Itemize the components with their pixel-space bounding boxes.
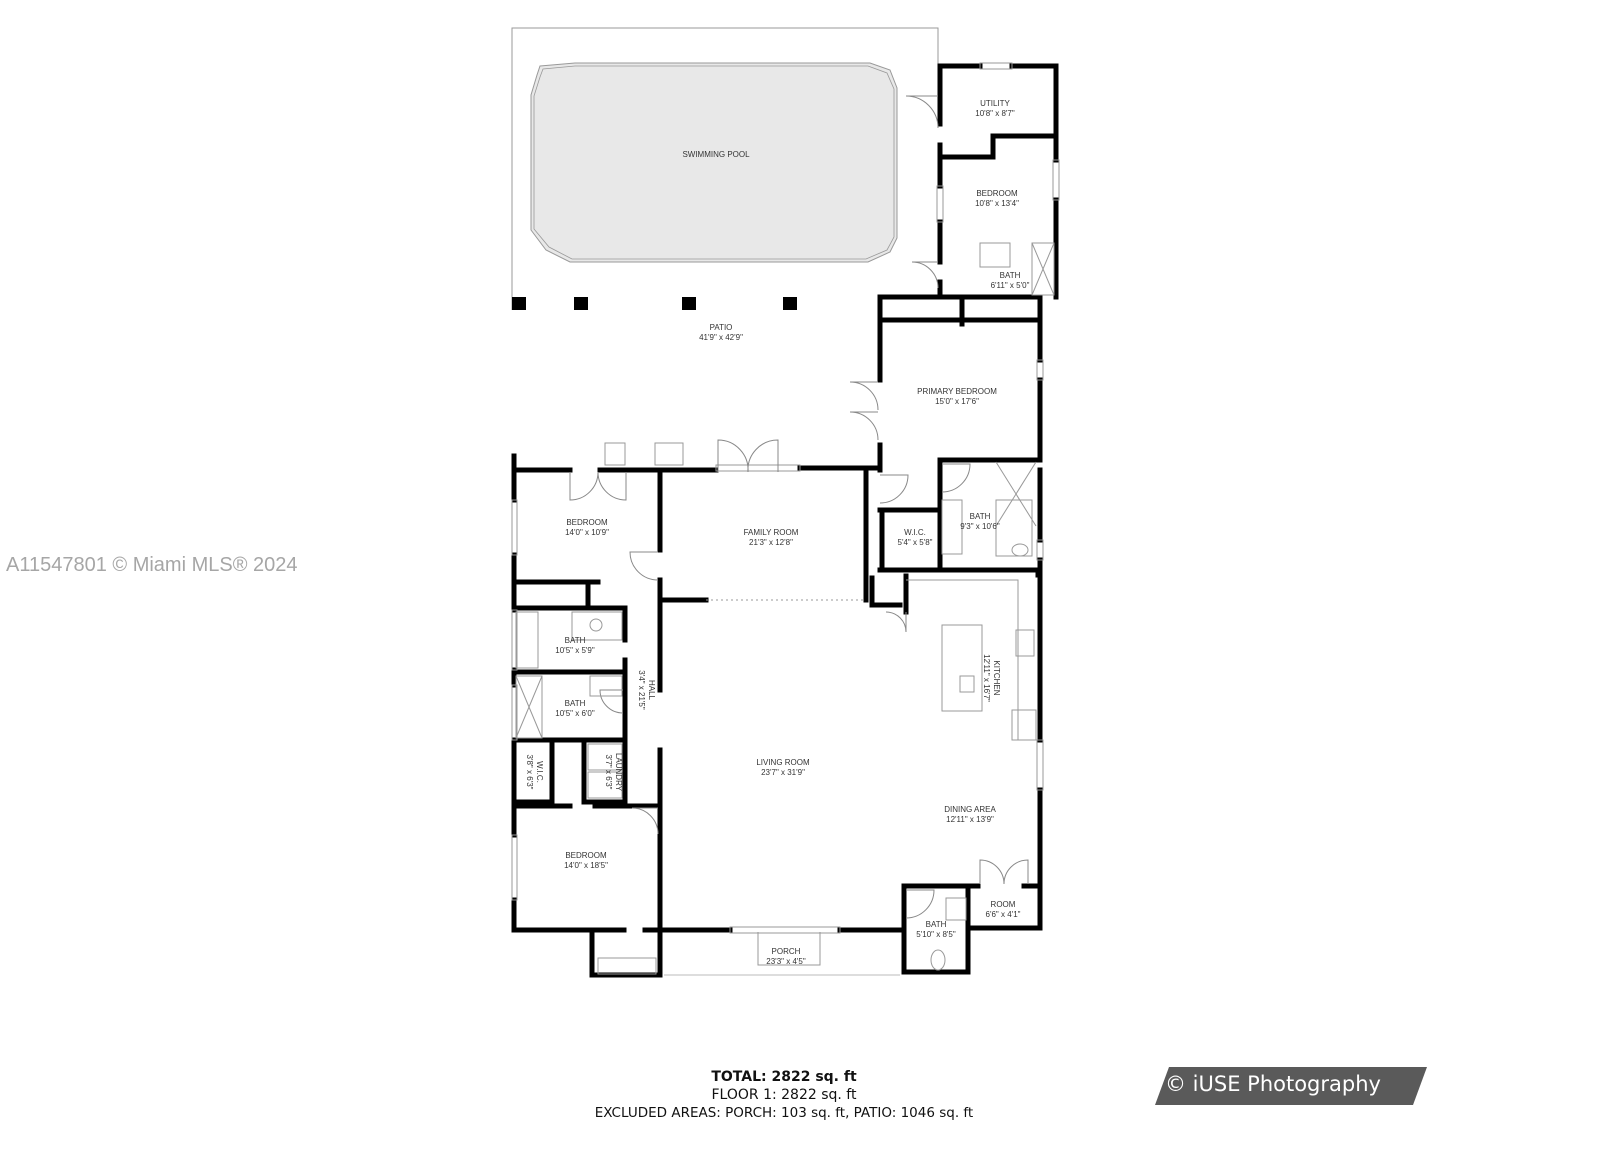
room-name: BEDROOM — [566, 518, 608, 527]
room-label-bath-s: BATH 5'10" x 8'5" — [916, 920, 955, 940]
room-label-patio: PATIO 41'9" x 42'9" — [699, 323, 743, 343]
room-label-utility: UTILITY 10'8" x 8'7" — [975, 99, 1014, 119]
room-dims: 6'6" x 4'1" — [985, 910, 1021, 919]
windows — [511, 62, 1060, 934]
room-label-living-room: LIVING ROOM 23'7" x 31'9" — [756, 758, 809, 778]
room-name: UTILITY — [980, 99, 1010, 108]
total-area: TOTAL: 2822 sq. ft — [711, 1069, 857, 1085]
room-dims: 14'0" x 10'9" — [565, 528, 609, 537]
room-name: PATIO — [709, 323, 733, 332]
room-label-hall: HALL 3'4" x 21'5" — [636, 670, 656, 709]
room-dims: 14'0" x 18'5" — [564, 861, 608, 870]
room-dims: 21'3" x 12'8" — [749, 538, 793, 547]
room-dims: 9'3" x 10'6" — [960, 522, 1000, 531]
room-name: W.I.C. — [904, 528, 926, 537]
room-name: HALL — [647, 679, 656, 700]
room-dims: 5'10" x 8'5" — [916, 930, 956, 939]
room-dims: 12'11" x 13'9" — [946, 815, 994, 824]
room-dims: 5'4" x 5'8" — [897, 538, 933, 547]
patio-columns — [512, 297, 797, 310]
room-label-swimming-pool: SWIMMING POOL — [682, 150, 750, 159]
room-label-kitchen: KITCHEN 12'11" x 16'7" — [981, 654, 1001, 702]
room-name: W.I.C. — [535, 761, 544, 783]
room-dims: 12'11" x 16'7" — [982, 654, 991, 702]
room-dims: 3'8" x 6'3" — [525, 754, 534, 790]
room-name: PRIMARY BEDROOM — [917, 387, 997, 396]
pool-deck-outline — [511, 27, 939, 310]
room-label-bath-ne: BATH 6'11" x 5'0" — [991, 271, 1030, 291]
room-name: BATH — [564, 636, 586, 645]
room-label-primary-bath: BATH 9'3" x 10'6" — [960, 512, 999, 532]
room-name: BATH — [969, 512, 991, 521]
room-dims: 10'8" x 13'4" — [975, 199, 1019, 208]
room-name: BATH — [999, 271, 1021, 280]
room-label-wic-w: W.I.C. 3'8" x 6'3" — [524, 755, 544, 790]
room-dims: 10'8" x 8'7" — [975, 109, 1015, 118]
room-label-primary-bedroom: PRIMARY BEDROOM 15'0" x 17'6" — [917, 387, 997, 407]
room-name: FAMILY ROOM — [743, 528, 799, 537]
room-label-porch: PORCH 23'3" x 4'5" — [766, 947, 805, 967]
floor1-area: FLOOR 1: 2822 sq. ft — [711, 1087, 857, 1103]
room-dims: 3'7" x 6'3" — [604, 754, 613, 790]
room-name: LAUNDRY — [614, 752, 623, 792]
room-dims: 6'11" x 5'0" — [990, 281, 1030, 290]
room-dims: 15'0" x 17'6" — [935, 397, 979, 406]
photographer-badge — [1155, 1067, 1427, 1105]
room-label-room: ROOM 6'6" x 4'1" — [986, 900, 1021, 920]
photographer-credit: © iUSE Photography — [1165, 1072, 1381, 1096]
fixtures — [515, 242, 1055, 976]
doors — [569, 95, 1029, 919]
room-name: LIVING ROOM — [756, 758, 810, 767]
room-dims: 10'5" x 6'0" — [555, 709, 595, 718]
area-summary: TOTAL: 2822 sq. ft FLOOR 1: 2822 sq. ft … — [0, 1068, 1568, 1122]
room-name: DINING AREA — [944, 805, 996, 814]
room-label-bath-w2: BATH 10'5" x 6'0" — [555, 699, 594, 719]
room-label-bedroom-w2: BEDROOM 14'0" x 18'5" — [564, 851, 608, 871]
room-label-bedroom-w1: BEDROOM 14'0" x 10'9" — [565, 518, 609, 538]
room-label-bedroom-ne: BEDROOM 10'8" x 13'4" — [975, 189, 1019, 209]
room-label-dining-area: DINING AREA 12'11" x 13'9" — [944, 805, 996, 825]
room-label-laundry: LAUNDRY 3'7" x 6'3" — [603, 753, 623, 791]
room-name: KITCHEN — [992, 660, 1001, 696]
mls-watermark: A11547801 © Miami MLS® 2024 — [6, 554, 298, 576]
room-dims: 41'9" x 42'9" — [699, 333, 743, 342]
room-name: ROOM — [990, 900, 1016, 909]
room-dims: 10'5" x 5'9" — [555, 646, 595, 655]
room-label-primary-wic: W.I.C. 5'4" x 5'8" — [898, 528, 933, 548]
exterior-walls — [511, 63, 1059, 978]
room-dims: 23'3" x 4'5" — [766, 957, 806, 966]
room-name: BATH — [564, 699, 586, 708]
room-label-family-room: FAMILY ROOM 21'3" x 12'8" — [744, 528, 799, 548]
room-name: PORCH — [771, 947, 801, 956]
room-name: BEDROOM — [976, 189, 1018, 198]
room-dims: 23'7" x 31'9" — [761, 768, 805, 777]
excluded-areas: EXCLUDED AREAS: PORCH: 103 sq. ft, PATIO… — [594, 1105, 974, 1121]
room-name: BATH — [925, 920, 947, 929]
room-label-bath-w1: BATH 10'5" x 5'9" — [555, 636, 594, 656]
room-name: BEDROOM — [565, 851, 607, 860]
room-dims: 3'4" x 21'5" — [637, 670, 646, 710]
swimming-pool — [530, 62, 898, 263]
